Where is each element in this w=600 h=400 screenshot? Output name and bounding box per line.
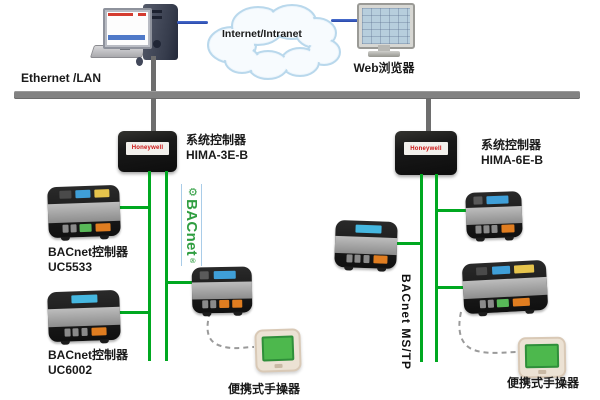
left-operator-label: 便携式手操器 xyxy=(228,382,301,396)
right-controller-title: 系统控制器 xyxy=(481,138,542,152)
ethernet-lan-label: Ethernet /LAN xyxy=(21,71,102,85)
right-left-device-connector xyxy=(396,242,422,245)
uc6002-connector xyxy=(116,311,151,314)
left-portable-operator-icon xyxy=(254,328,302,373)
uc5533-label-line1: BACnet控制器 xyxy=(48,245,128,259)
honeywell-brand-label: Honeywell xyxy=(410,145,442,152)
mouse-icon xyxy=(136,57,143,66)
system-controller-hima6eb-icon: Honeywell xyxy=(395,131,457,175)
left-controller-title: 系统控制器 xyxy=(186,133,247,147)
right-operator-label: 便携式手操器 xyxy=(507,376,580,390)
gear-icon: ⚙ xyxy=(186,187,198,198)
system-controller-hima3eb-icon: Honeywell xyxy=(118,131,177,172)
ethernet-to-right-controller-drop xyxy=(426,99,431,132)
left-mid-device-icon xyxy=(191,266,253,317)
right-bus-line-1 xyxy=(420,174,423,362)
left-controller-model: HIMA-3E-B xyxy=(186,148,248,162)
web-browser-label: Web浏览器 xyxy=(353,61,415,75)
uc6002-label-line1: BACnet控制器 xyxy=(48,348,128,362)
left-bus-line-2 xyxy=(165,171,168,361)
pc-cloud-link xyxy=(177,21,208,24)
right-big-device-icon xyxy=(461,259,549,317)
right-top-device-icon xyxy=(465,191,523,242)
uc6002-label-line2: UC6002 xyxy=(48,363,93,377)
left-bus-line-1 xyxy=(148,171,151,361)
bacnet-logo: ⚙BACnet® xyxy=(181,184,202,267)
right-operator-dashed-link xyxy=(458,311,518,354)
bacnet-mstp-label: BACnet MS/TP xyxy=(399,274,413,370)
honeywell-brand-label: Honeywell xyxy=(131,145,164,152)
right-top-device-connector xyxy=(437,209,468,212)
right-big-device-connector xyxy=(437,286,465,289)
pc-monitor-icon xyxy=(103,8,152,49)
right-left-device-icon xyxy=(334,219,398,272)
right-controller-model: HIMA-6E-B xyxy=(481,153,543,167)
uc6002-device-icon xyxy=(47,289,121,345)
mid-device-connector xyxy=(167,281,194,284)
uc5533-label-line2: UC5533 xyxy=(48,260,93,274)
uc5533-connector xyxy=(116,206,151,209)
right-portable-operator-icon xyxy=(517,336,567,379)
cloud-browser-link xyxy=(331,19,358,22)
left-operator-dashed-link xyxy=(206,311,255,350)
right-bus-line-2 xyxy=(435,174,438,362)
ethernet-bus-bar xyxy=(14,91,580,99)
cloud-icon xyxy=(207,4,341,80)
cloud-label: Internet/Intranet xyxy=(222,28,302,40)
uc5533-device-icon xyxy=(47,184,121,241)
